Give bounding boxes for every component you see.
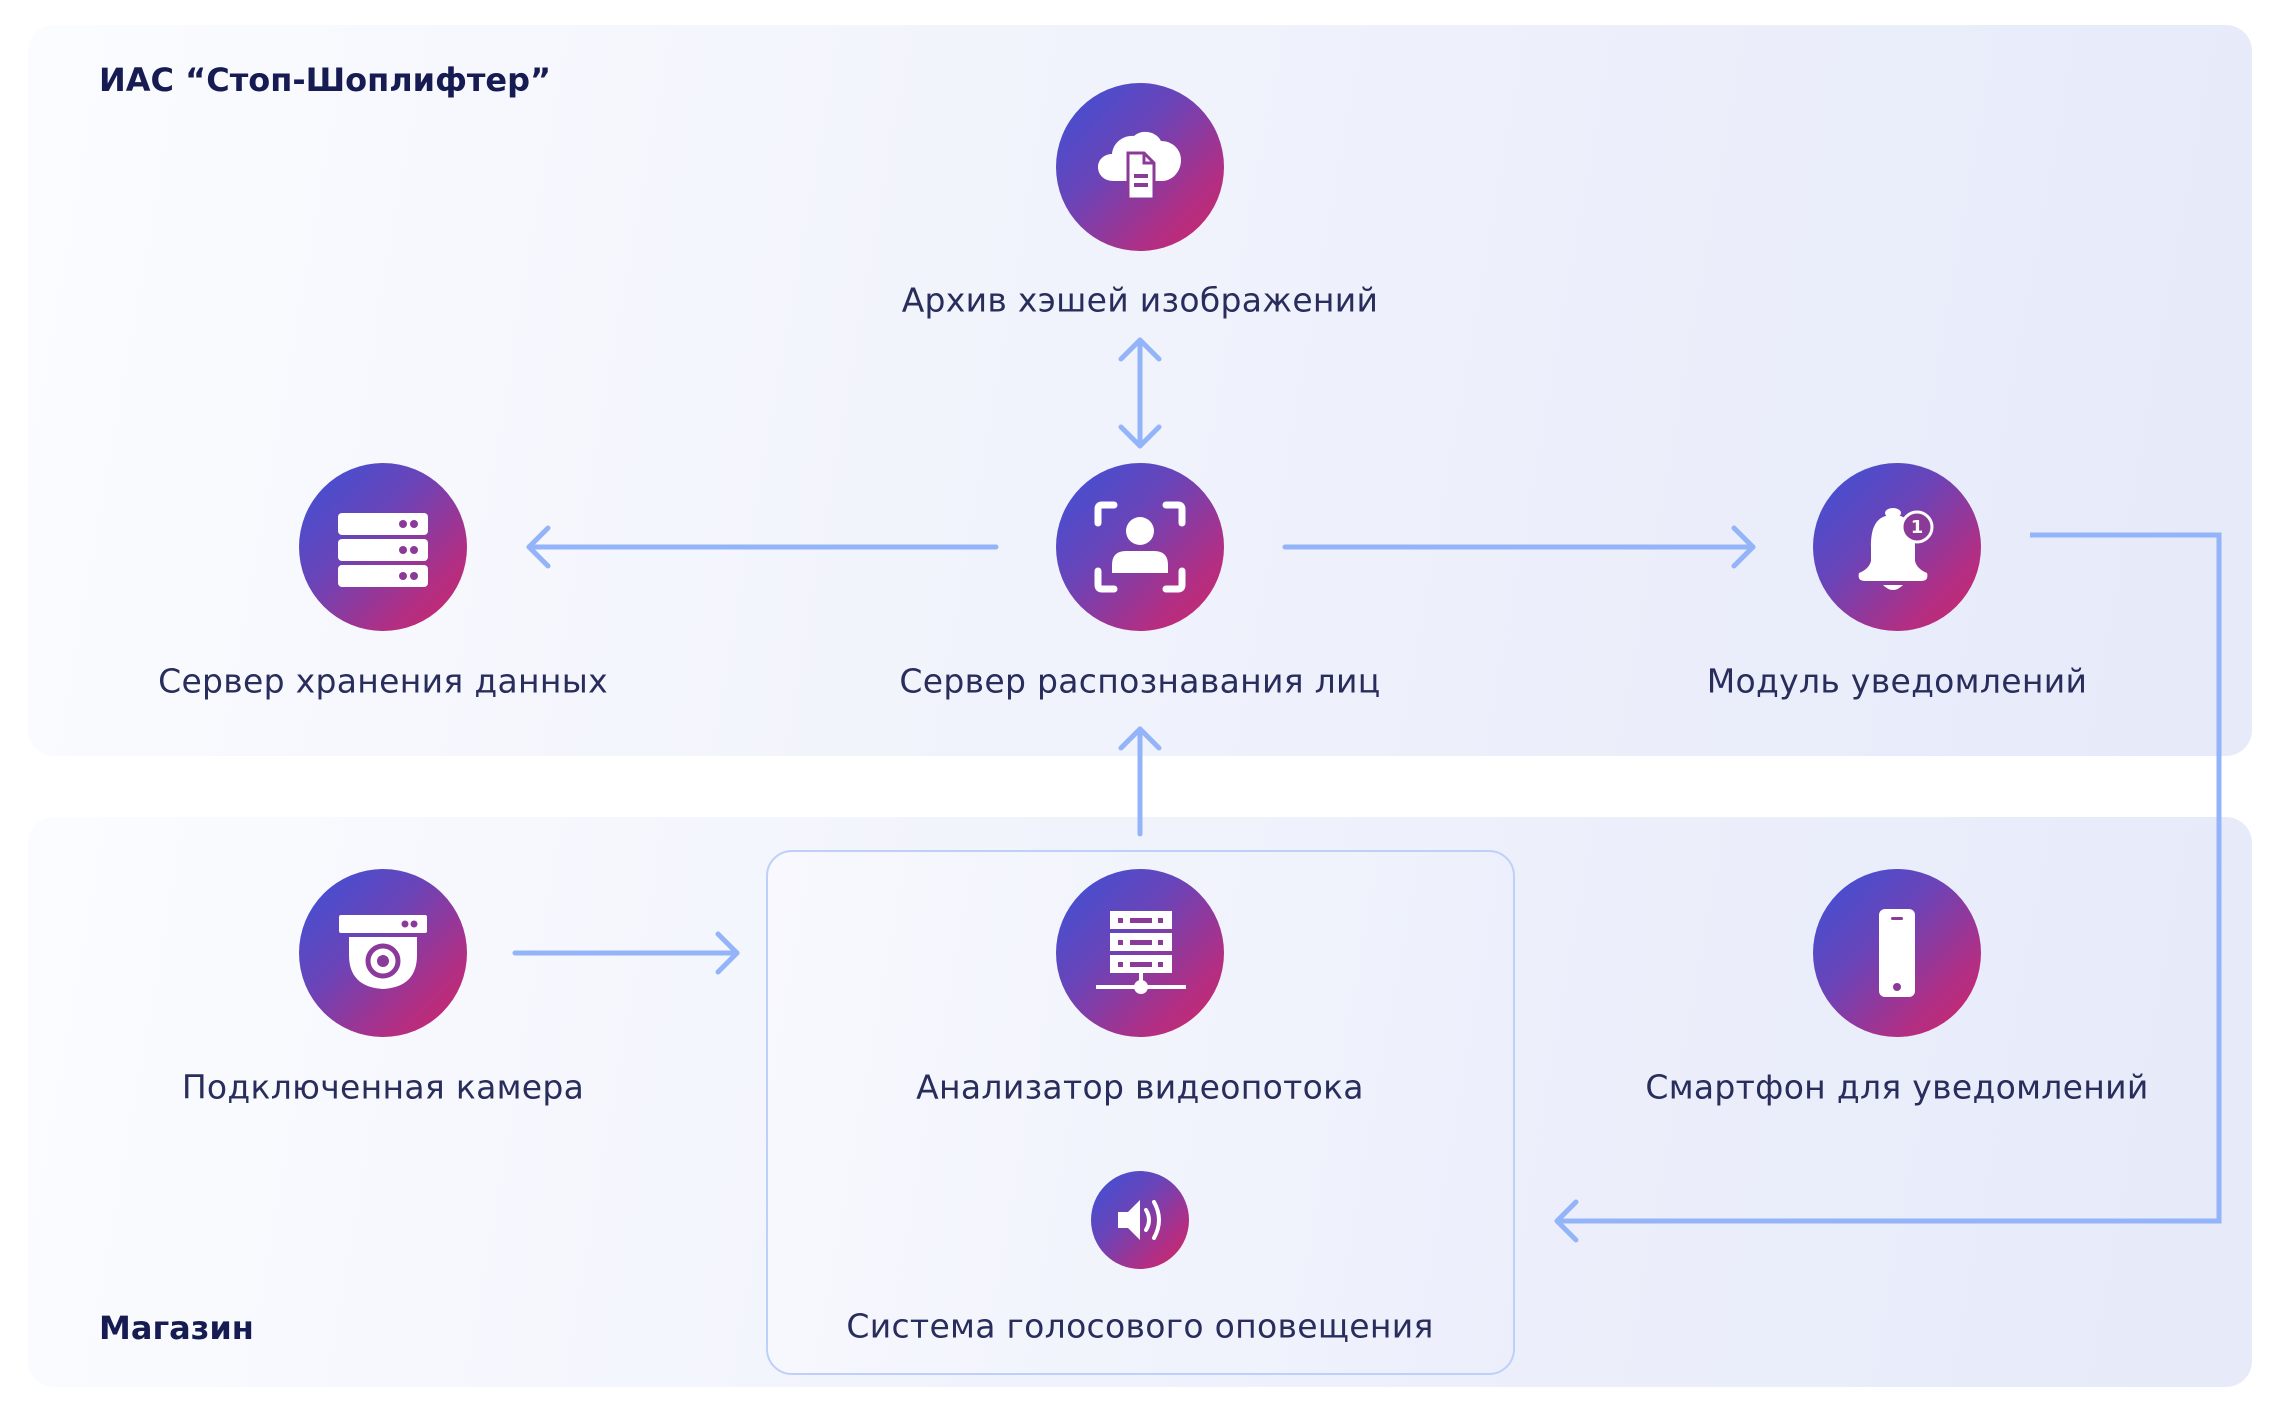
node-face-server [1056,463,1224,631]
node-smartphone [1813,869,1981,1037]
label-analyzer: Анализатор видеопотока [916,1067,1364,1107]
label-face-server: Сервер распознавания лиц [899,661,1381,701]
label-camera: Подключенная камера [181,1067,585,1107]
server-stack-icon [338,513,428,587]
label-voice-system: Система голосового оповещения [846,1306,1434,1346]
notification-badge-count: 1 [1911,517,1924,538]
face-scan-icon [1094,501,1186,593]
node-analyzer [1056,869,1224,1037]
bell-notification-icon: 1 [1858,508,1934,590]
node-notify-module: 1 [1813,463,1981,631]
speaker-icon [1118,1200,1161,1240]
network-server-icon [1096,911,1186,994]
label-notify-module: Модуль уведомлений [1706,661,2088,701]
cloud-document-icon [1098,131,1181,201]
label-storage-server: Сервер хранения данных [158,661,608,701]
node-storage-server [299,463,467,631]
node-voice-system [1091,1171,1189,1269]
dome-camera-icon [339,915,427,989]
store-group-title: Магазин [99,1309,254,1347]
node-camera [299,869,467,1037]
smartphone-icon [1879,909,1915,997]
node-hash-archive [1056,83,1224,251]
system-group-title: ИАС “Стоп-Шоплифтер” [99,61,552,99]
label-hash-archive: Архив хэшей изображений [901,280,1379,320]
label-smartphone: Смартфон для уведомлений [1645,1067,2149,1107]
